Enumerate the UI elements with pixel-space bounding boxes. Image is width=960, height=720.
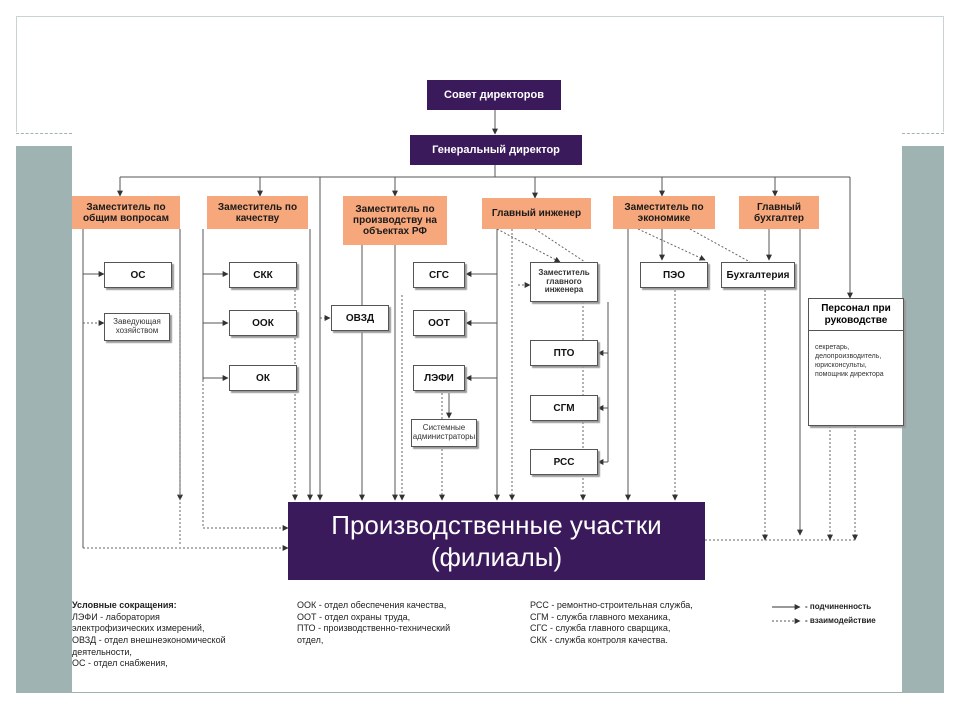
personnel-divider [809,330,903,331]
oot-box: ООТ [413,310,465,336]
personnel-note: секретарь, делопроизводитель, юрисконсул… [815,344,884,379]
rss-box: РСС [530,449,598,475]
lefi-box: ЛЭФИ [413,365,465,391]
ovzd-box: ОВЗД [331,305,389,331]
legend-solid-label: - подчиненность [805,602,872,611]
frame-dash-left [16,133,72,134]
production-sites-line2: (филиалы) [430,542,563,572]
slide-frame-top [16,16,944,132]
frame-dash-right [902,133,944,134]
sysadmin-box: Системные администраторы [411,419,477,447]
pto-box: ПТО [530,340,598,366]
legend-dotted-label: - взаимодействие [805,616,876,625]
frame-band-left [16,146,72,693]
chief-accountant-box: Главный бухгалтер [739,196,819,229]
accounting-box: Бухгалтерия [721,262,795,288]
legend-col1-text: ЛЭФИ - лаборатория электрофизических изм… [72,611,226,669]
legend-heading: Условные сокращения: [72,600,177,610]
legend-col1: Условные сокращения: ЛЭФИ - лаборатория … [72,600,287,670]
chief-engineer-box: Главный инженер [482,198,591,229]
personnel-box: Персонал при руководстве секретарь, дело… [808,298,904,426]
board-of-directors-box: Совет директоров [427,80,561,110]
personnel-title: Персонал при руководстве [821,303,891,326]
peo-box: ПЭО [640,262,708,288]
sgs-box: СГС [413,262,465,288]
ook-box: ООК [229,310,297,336]
production-sites-box: Производственные участки (филиалы) [288,502,705,580]
deputy-economics-box: Заместитель по экономике [613,196,715,229]
skk-box: СКК [229,262,297,288]
frame-band-right [902,146,944,693]
legend-col2: ООК - отдел обеспечения качества, ООТ - … [297,600,451,646]
deputy-production-box: Заместитель по производству на объектах … [343,196,447,245]
production-sites-line1: Производственные участки [331,509,662,540]
os-box: ОС [104,262,172,288]
deputy-general-affairs-box: Заместитель по общим вопросам [72,196,180,229]
legend-col3: РСС - ремонтно-строительная служба, СГМ … [530,600,693,646]
housekeeping-box: Заведующая хозяйством [104,313,170,341]
diagram-panel [72,146,902,692]
general-director-box: Генеральный директор [410,135,582,165]
ok-box: ОК [229,365,297,391]
deputy-quality-box: Заместитель по качеству [207,196,308,229]
deputy-chief-engineer-box: Заместитель главного инженера [530,262,598,302]
sgm-box: СГМ [530,395,598,421]
